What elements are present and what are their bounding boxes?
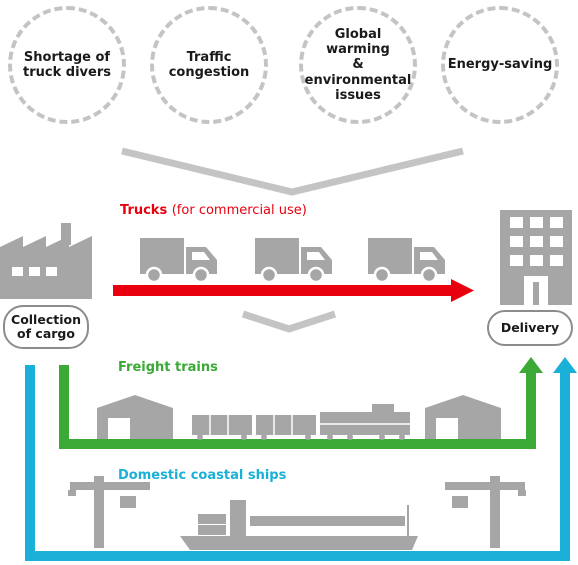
crane-icon (445, 476, 526, 548)
issue-global-warming: Global warming & environmental issues (299, 6, 417, 124)
issue-label: Energy-saving (447, 57, 553, 73)
trucks-note: (for commercial use) (171, 203, 307, 218)
trucks-label: Trucks (120, 203, 168, 218)
funnel-chevron-top (121, 147, 464, 196)
building-icon (500, 210, 572, 305)
warehouse-icon (97, 395, 173, 439)
factory-icon (0, 223, 92, 299)
issue-energy-saving: Energy-saving (441, 6, 559, 124)
ships-route-arrowhead (553, 357, 577, 373)
ships-route-label: Domestic coastal ships (118, 468, 287, 483)
funnel-chevron-mid (241, 310, 337, 333)
issue-label: Global warming & environmental issues (304, 26, 412, 103)
trucks-route-arrow (113, 279, 474, 302)
truck-icon (368, 238, 445, 284)
crane-icon (68, 476, 150, 548)
origin-collection-of-cargo: Collection of cargo (3, 305, 89, 349)
trucks-route-label: Trucks (for commercial use) (120, 203, 307, 218)
trains-route-line (59, 365, 536, 449)
truck-icon (140, 238, 217, 284)
issue-label: Traffic congestion (168, 49, 250, 80)
issue-label: Shortage of truck divers (23, 49, 111, 80)
ship-icon (180, 500, 418, 550)
issue-truck-driver-shortage: Shortage of truck divers (8, 6, 126, 124)
truck-icon (255, 238, 332, 284)
ships-route-line (25, 365, 570, 561)
destination-delivery: Delivery (487, 310, 573, 346)
trains-route-arrowhead (519, 357, 543, 373)
trains-route-label: Freight trains (118, 360, 218, 375)
train-icon (192, 404, 410, 440)
issue-traffic-congestion: Traffic congestion (150, 6, 268, 124)
warehouse-icon (425, 395, 501, 439)
